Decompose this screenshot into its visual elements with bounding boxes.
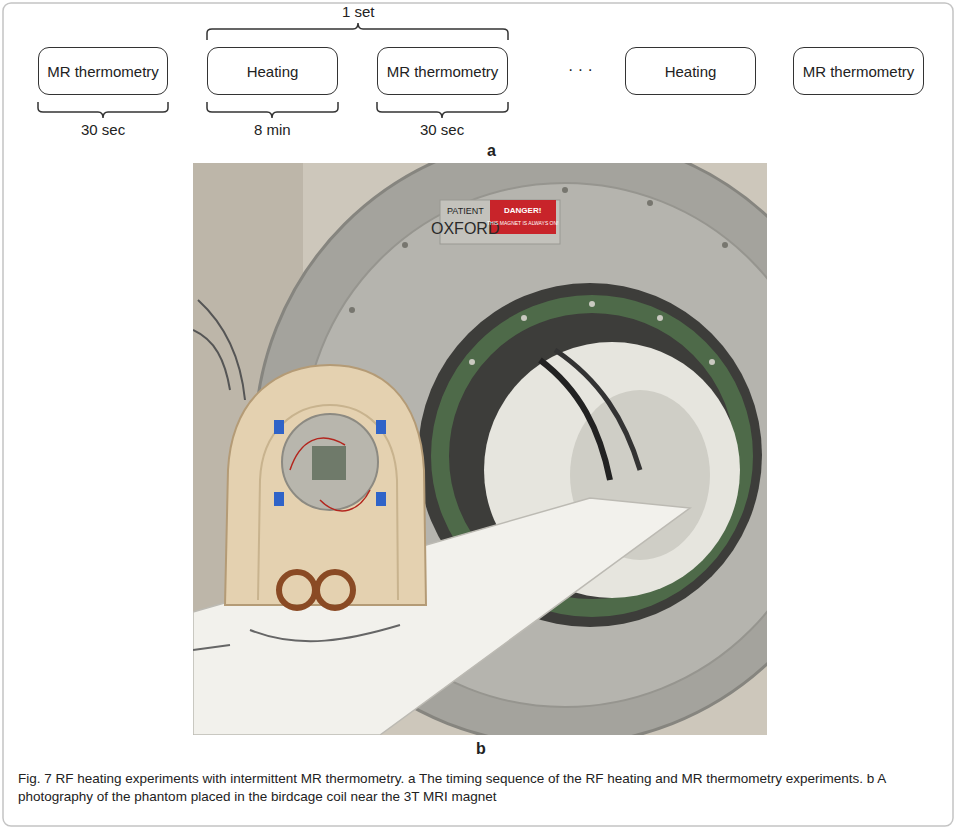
box-text: MR thermometry — [387, 62, 499, 81]
duration-label: 8 min — [254, 121, 291, 138]
mri-photo — [193, 163, 767, 735]
warning-sign-text: THIS MAGNET IS ALWAYS ON! — [487, 221, 559, 227]
magnet-label: PATIENT — [447, 206, 484, 216]
figure-frame — [3, 3, 953, 826]
panel-letter: a — [487, 142, 496, 160]
process-box: Heating — [207, 47, 338, 95]
brackets — [38, 23, 508, 118]
box-text: MR thermometry — [803, 62, 915, 81]
process-box: MR thermometry — [38, 47, 168, 95]
figure-caption: Fig. 7 RF heating experiments with inter… — [18, 770, 938, 806]
warning-sign-text: DANGER! — [504, 206, 541, 215]
process-box: Heating — [625, 47, 756, 95]
box-text: Heating — [247, 62, 299, 81]
panel-letter: b — [476, 740, 486, 758]
box-text: MR thermometry — [47, 62, 159, 81]
process-box: MR thermometry — [793, 47, 924, 95]
duration-label: 30 sec — [420, 121, 464, 138]
box-text: Heating — [665, 62, 717, 81]
bracket-label: 1 set — [342, 3, 375, 20]
duration-label: 30 sec — [81, 121, 125, 138]
process-box: MR thermometry — [377, 47, 508, 95]
ellipsis-mark: · · · — [568, 61, 593, 79]
